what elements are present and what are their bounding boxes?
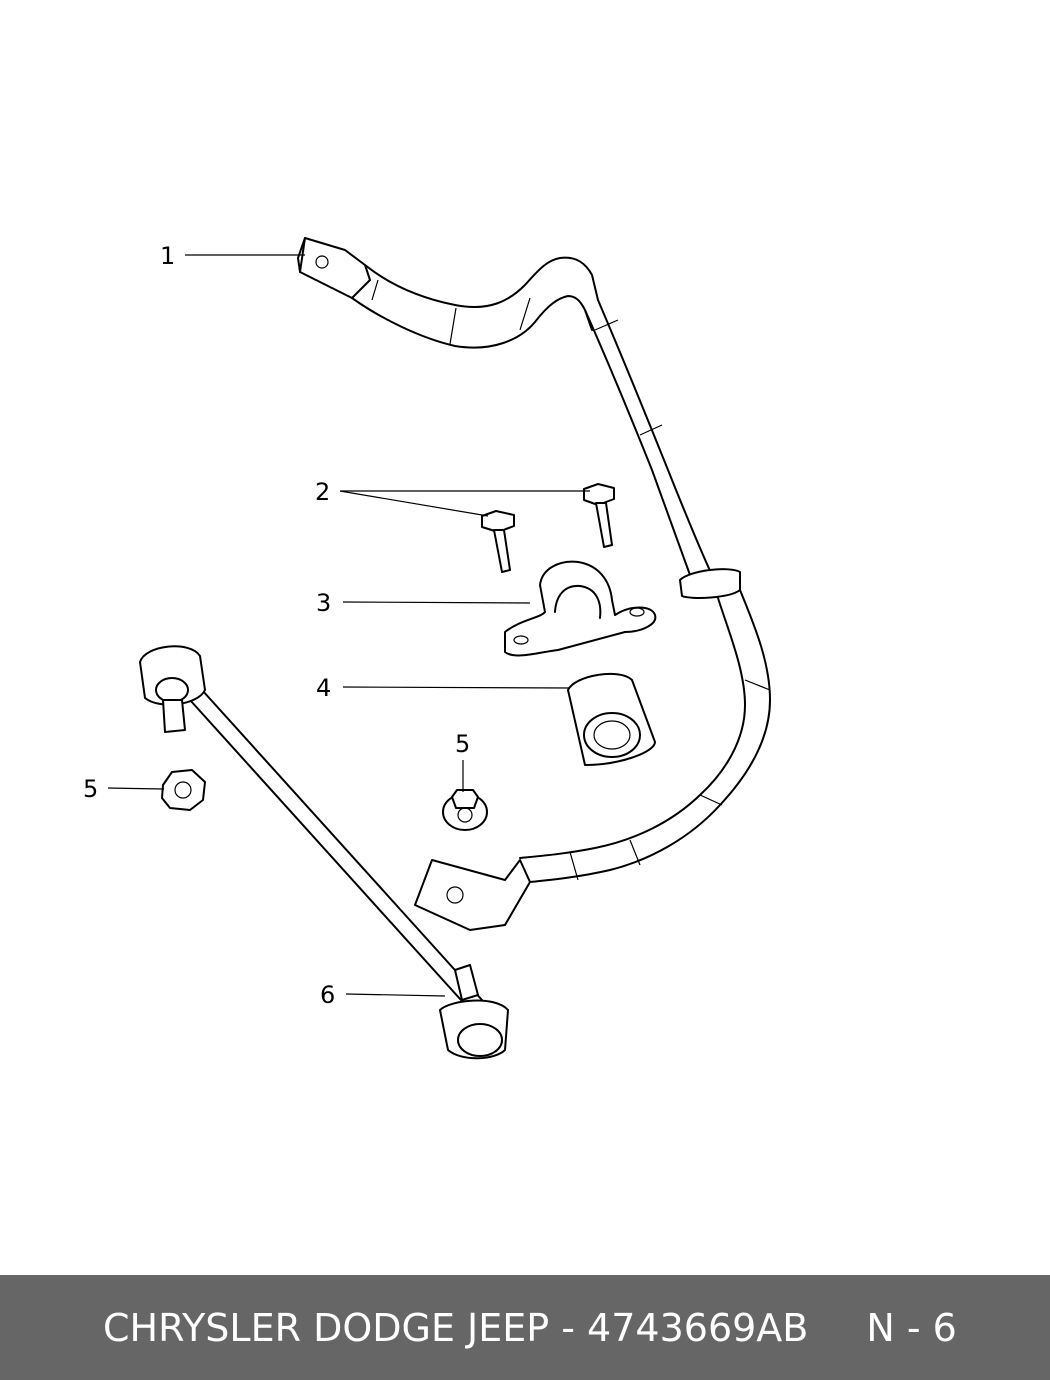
bolt-left (481, 510, 515, 573)
callout-1: 1 (160, 242, 305, 270)
bar-bushing (567, 672, 656, 766)
callout-3-label: 3 (316, 589, 331, 617)
callout-2-label: 2 (315, 478, 330, 506)
callout-5b: 5 (455, 730, 470, 792)
callout-5a-label: 5 (83, 775, 98, 803)
nut-left (161, 769, 206, 811)
footer-page-ref: N - 6 (866, 1305, 957, 1350)
nut-center (442, 789, 488, 831)
parts-diagram: 1 2 3 4 5 5 6 (83, 237, 771, 1060)
callout-6: 6 (320, 981, 446, 1009)
callout-5b-label: 5 (455, 730, 470, 758)
footer-bar: CHRYSLER DODGE JEEP - 4743669AB N - 6 (0, 1275, 1050, 1380)
callout-4: 4 (316, 674, 571, 702)
callout-4-label: 4 (316, 674, 331, 702)
footer-part-number: CHRYSLER DODGE JEEP - 4743669AB (103, 1305, 809, 1350)
callout-2: 2 (315, 478, 590, 517)
callout-3: 3 (316, 589, 531, 617)
stabilizer-link (139, 645, 509, 1060)
bolt-right (583, 483, 615, 548)
stabilizer-bar (297, 237, 771, 931)
callout-1-label: 1 (160, 242, 175, 270)
callout-5a: 5 (83, 775, 165, 803)
bushing-bracket (504, 560, 657, 657)
callout-6-label: 6 (320, 981, 335, 1009)
